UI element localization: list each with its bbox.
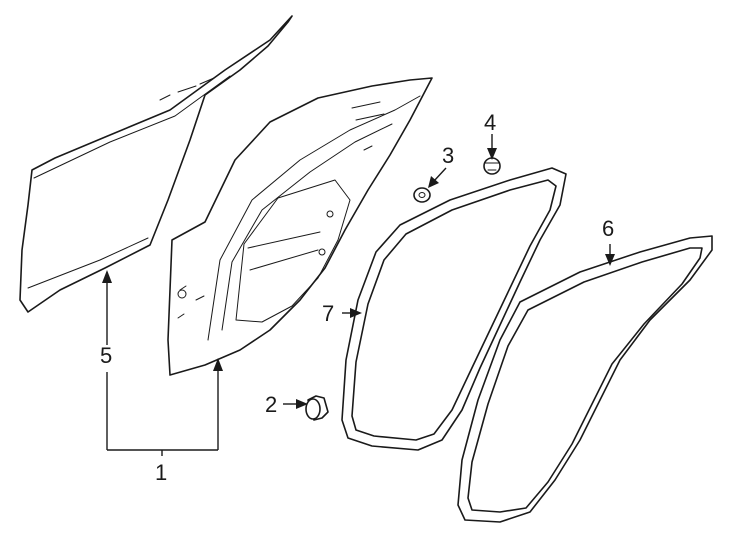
leader-lines: [102, 134, 615, 456]
bumper-part-2: [305, 395, 329, 421]
clip-part-4: [483, 157, 501, 175]
callout-3: 3: [442, 143, 454, 168]
door-opening-weatherstrip: [341, 167, 567, 451]
callout-2: 2: [265, 392, 277, 417]
callout-7: 7: [322, 301, 334, 326]
callout-6: 6: [602, 216, 614, 241]
grommet-part-3: [413, 187, 431, 203]
door-mounted-weatherstrip: [457, 235, 713, 523]
door-shell: [167, 77, 433, 376]
callout-5: 5: [100, 343, 112, 368]
outer-door-panel: [19, 15, 293, 313]
callout-4: 4: [484, 110, 496, 135]
callout-1: 1: [155, 460, 167, 485]
